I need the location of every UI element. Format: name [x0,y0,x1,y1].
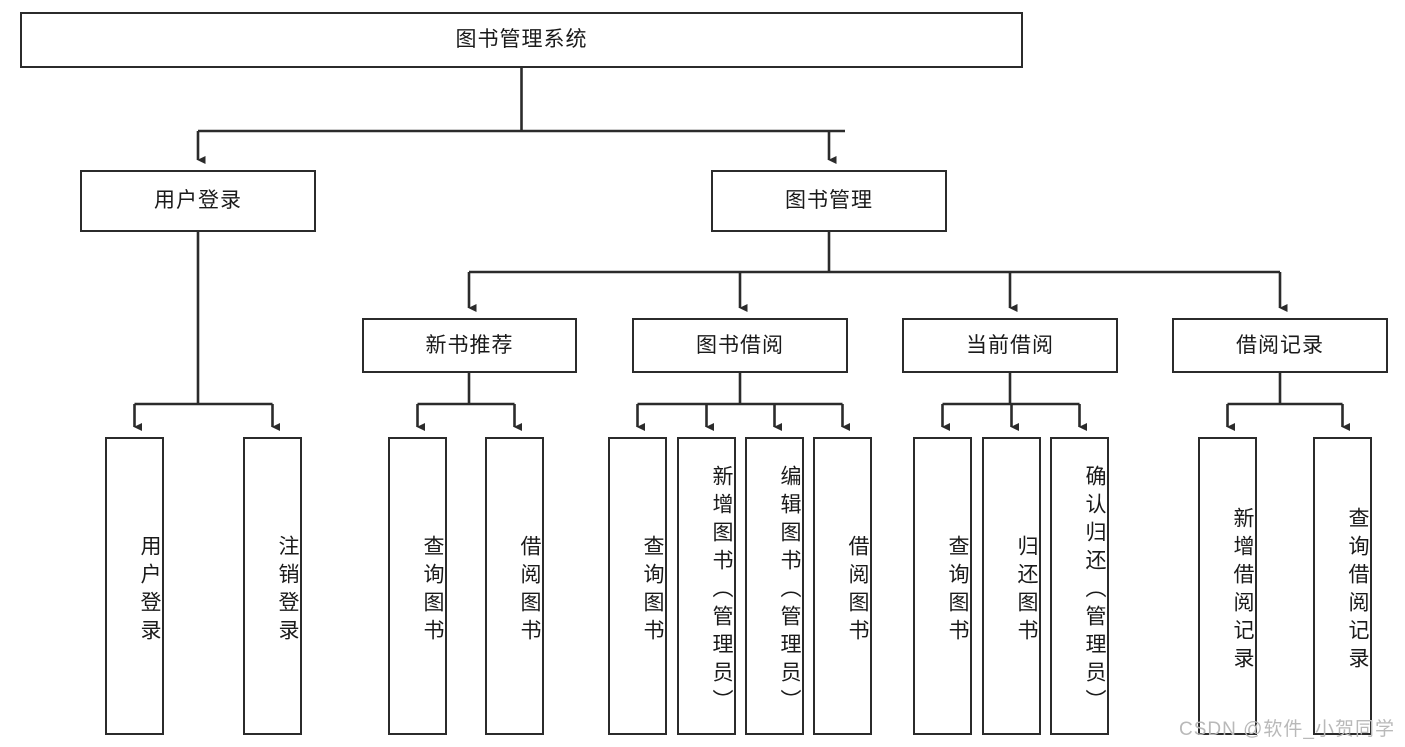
node-current-borrow[interactable]: 当前借阅 [902,318,1118,373]
node-user-login[interactable]: 用户登录 [80,170,316,232]
leaf-node[interactable]: 归还图书 [982,437,1041,735]
node-root[interactable]: 图书管理系统 [20,12,1023,68]
leaf-node[interactable]: 查询图书 [913,437,972,735]
leaf-node[interactable]: 新增图书（管理员） [677,437,736,735]
leaf-node[interactable]: 编辑图书（管理员） [745,437,804,735]
leaf-node[interactable]: 查询图书 [608,437,667,735]
node-new-book-recommend[interactable]: 新书推荐 [362,318,577,373]
watermark: CSDN @软件_小贺同学 [1179,719,1395,740]
leaf-node[interactable]: 借阅图书 [813,437,872,735]
leaf-node[interactable]: 查询借阅记录 [1313,437,1372,735]
leaf-node[interactable]: 借阅图书 [485,437,544,735]
node-book-borrow[interactable]: 图书借阅 [632,318,848,373]
leaf-node[interactable]: 查询图书 [388,437,447,735]
node-borrow-record[interactable]: 借阅记录 [1172,318,1388,373]
node-book-management[interactable]: 图书管理 [711,170,947,232]
leaf-node[interactable]: 用户登录 [105,437,164,735]
leaf-node[interactable]: 注销登录 [243,437,302,735]
leaf-node[interactable]: 新增借阅记录 [1198,437,1257,735]
leaf-node[interactable]: 确认归还（管理员） [1050,437,1109,735]
